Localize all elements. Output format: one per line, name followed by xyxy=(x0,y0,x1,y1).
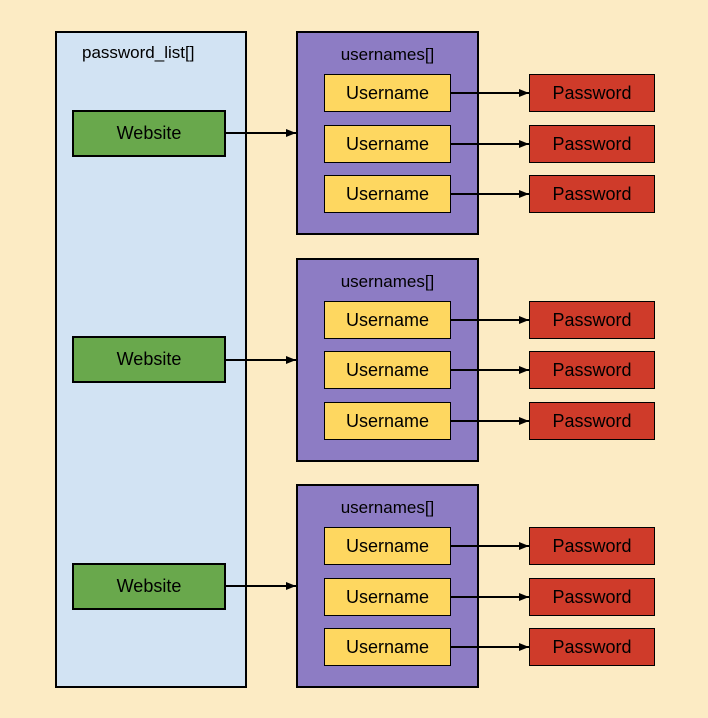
website-node: Website xyxy=(72,110,226,157)
password-node: Password xyxy=(529,351,655,389)
username-node: Username xyxy=(324,125,451,163)
usernames-group-title: usernames[] xyxy=(340,272,435,291)
username-node: Username xyxy=(324,578,451,616)
website-node: Website xyxy=(72,336,226,383)
password-node: Password xyxy=(529,527,655,565)
username-node: Username xyxy=(324,402,451,440)
password-node: Password xyxy=(529,125,655,163)
username-node: Username xyxy=(324,74,451,112)
username-node: Username xyxy=(324,301,451,339)
password-node: Password xyxy=(529,74,655,112)
website-node: Website xyxy=(72,563,226,610)
password-node: Password xyxy=(529,402,655,440)
usernames-group-title: usernames[] xyxy=(340,45,435,64)
username-node: Username xyxy=(324,628,451,666)
password-node: Password xyxy=(529,628,655,666)
username-node: Username xyxy=(324,527,451,565)
usernames-group-title: usernames[] xyxy=(340,498,435,517)
username-node: Username xyxy=(324,351,451,389)
password-list-title: password_list[] xyxy=(82,43,195,62)
username-node: Username xyxy=(324,175,451,213)
password-node: Password xyxy=(529,301,655,339)
password-node: Password xyxy=(529,578,655,616)
password-node: Password xyxy=(529,175,655,213)
